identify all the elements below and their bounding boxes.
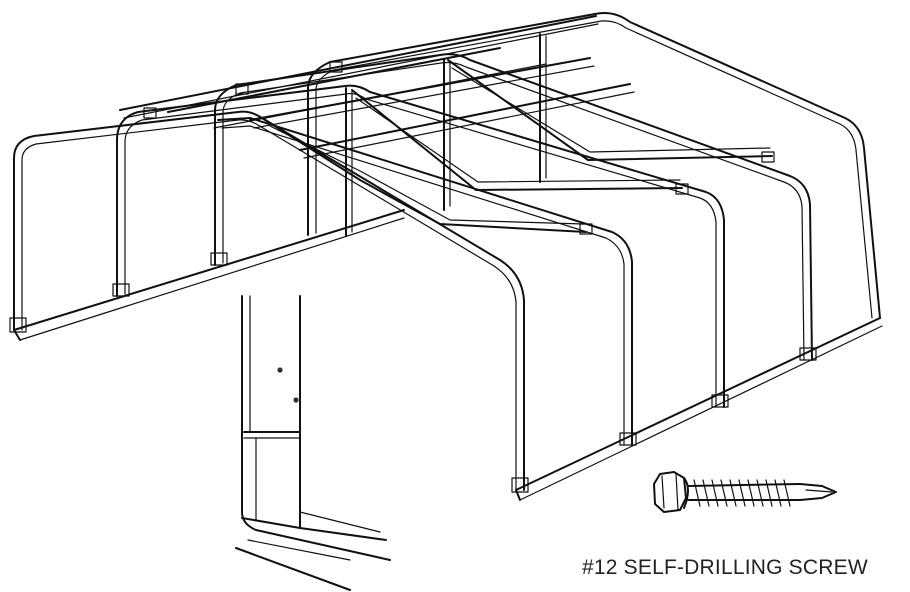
screw-caption: #12 SELF-DRILLING SCREW (582, 556, 868, 579)
screw-hole-lower (293, 397, 299, 403)
bow-4 (214, 53, 813, 361)
screw-hole-upper (277, 367, 283, 373)
joint-connectors (9, 61, 817, 493)
self-drilling-screw-illustration (653, 471, 837, 513)
purlins (119, 15, 635, 159)
bow-2 (217, 117, 633, 446)
frame-assembly (9, 12, 883, 501)
interior-posts (345, 33, 547, 237)
corner-post-detail (235, 295, 391, 591)
bow-5-rear (307, 12, 881, 319)
bow-1-front (13, 110, 525, 491)
screw-threads (693, 479, 791, 507)
base-rails (13, 209, 883, 501)
diagonal-braces (261, 59, 773, 233)
